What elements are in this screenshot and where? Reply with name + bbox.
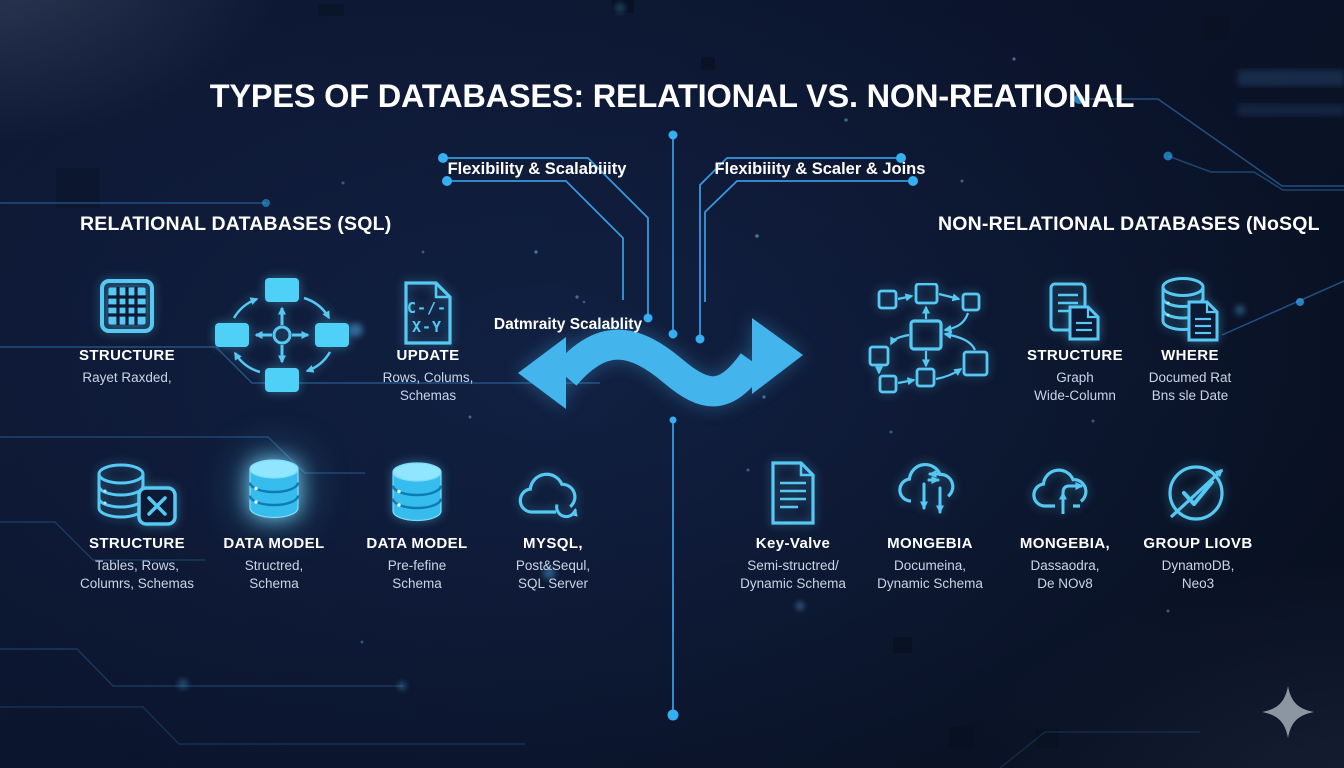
- item-text-mysql: MYSQL, Post&Sequl, SQL Server: [515, 535, 591, 592]
- item-text-update: UPDATE Rows, Colums, Schemas: [382, 347, 474, 404]
- left-section-header: RELATIONAL DATABASES (SQL): [80, 213, 392, 235]
- background-squares: [56, 0, 1230, 748]
- callout-right-label: Flexibiiity & Scaler & Joins: [714, 160, 926, 178]
- table-grid-icon: [100, 279, 154, 333]
- circuit-dots: [262, 94, 1304, 306]
- database-solid-icon: [248, 459, 300, 519]
- code-document-icon: C-/- X-Y: [404, 281, 452, 345]
- database-stack-icon: [391, 462, 443, 522]
- svg-text:X-Y: X-Y: [412, 318, 442, 336]
- sparkle-icon: [1262, 686, 1314, 738]
- database-document-icon: [1161, 277, 1219, 342]
- cloud-sync-icon: [898, 462, 955, 514]
- center-label: Datmraity Scalablity: [493, 316, 643, 333]
- item-text-data-model-predefined: DATA MODEL Pre-fefine Schema: [366, 535, 468, 592]
- callout-dots: [438, 130, 918, 721]
- callout-lines: [443, 135, 913, 713]
- item-text-group-dynamodb: GROUP LIOVB DynamoDB, Neo3: [1143, 535, 1253, 592]
- item-text-mongodb-cassandra: MONGEBIA, Dassaodra, De NOv8: [1019, 535, 1111, 592]
- growth-check-icon: [1168, 465, 1224, 521]
- callout-left-label: Flexibility & Scalabiiity: [447, 160, 627, 178]
- cloud-refresh-icon: [518, 472, 578, 519]
- item-text-key-value: Key-Valve Semi-structred/ Dynamic Schema: [740, 535, 846, 592]
- star-dots: [341, 57, 1170, 644]
- item-text-where: WHERE Documed Rat Bns sle Date: [1148, 347, 1232, 404]
- database-x-icon: [97, 463, 177, 526]
- page-title: TYPES OF DATABASES: RELATIONAL VS. NON-R…: [209, 77, 1135, 114]
- circuit-traces: [0, 98, 1344, 768]
- right-section-header: NON-RELATIONAL DATABASES (NoSQL: [938, 213, 1320, 235]
- item-text-data-model-structured: DATA MODEL Structred, Schema: [223, 535, 325, 592]
- glow-dots: [178, 3, 1245, 690]
- document-lines-icon: [771, 461, 815, 525]
- documents-icon: [1049, 282, 1100, 341]
- item-text-mongodb-document: MONGEBIA Documeina, Dynamic Schema: [877, 535, 983, 592]
- double-wave-arrow-icon: [518, 318, 803, 409]
- cloud-upload-icon: [1032, 468, 1088, 514]
- svg-text:C-/-: C-/-: [407, 299, 447, 317]
- item-text-structure-graph: STRUCTURE Graph Wide-Column: [1026, 347, 1124, 404]
- item-text-structure-tables: STRUCTURE Tables, Rows, Columrs, Schemas: [79, 535, 195, 592]
- glow-bar: [1238, 104, 1344, 116]
- item-text-structure-table: STRUCTURE Rayet Raxded,: [78, 347, 176, 385]
- glow-bar: [1238, 70, 1344, 86]
- graph-network-icon: [868, 283, 989, 394]
- cycle-diagram-icon: [215, 278, 349, 392]
